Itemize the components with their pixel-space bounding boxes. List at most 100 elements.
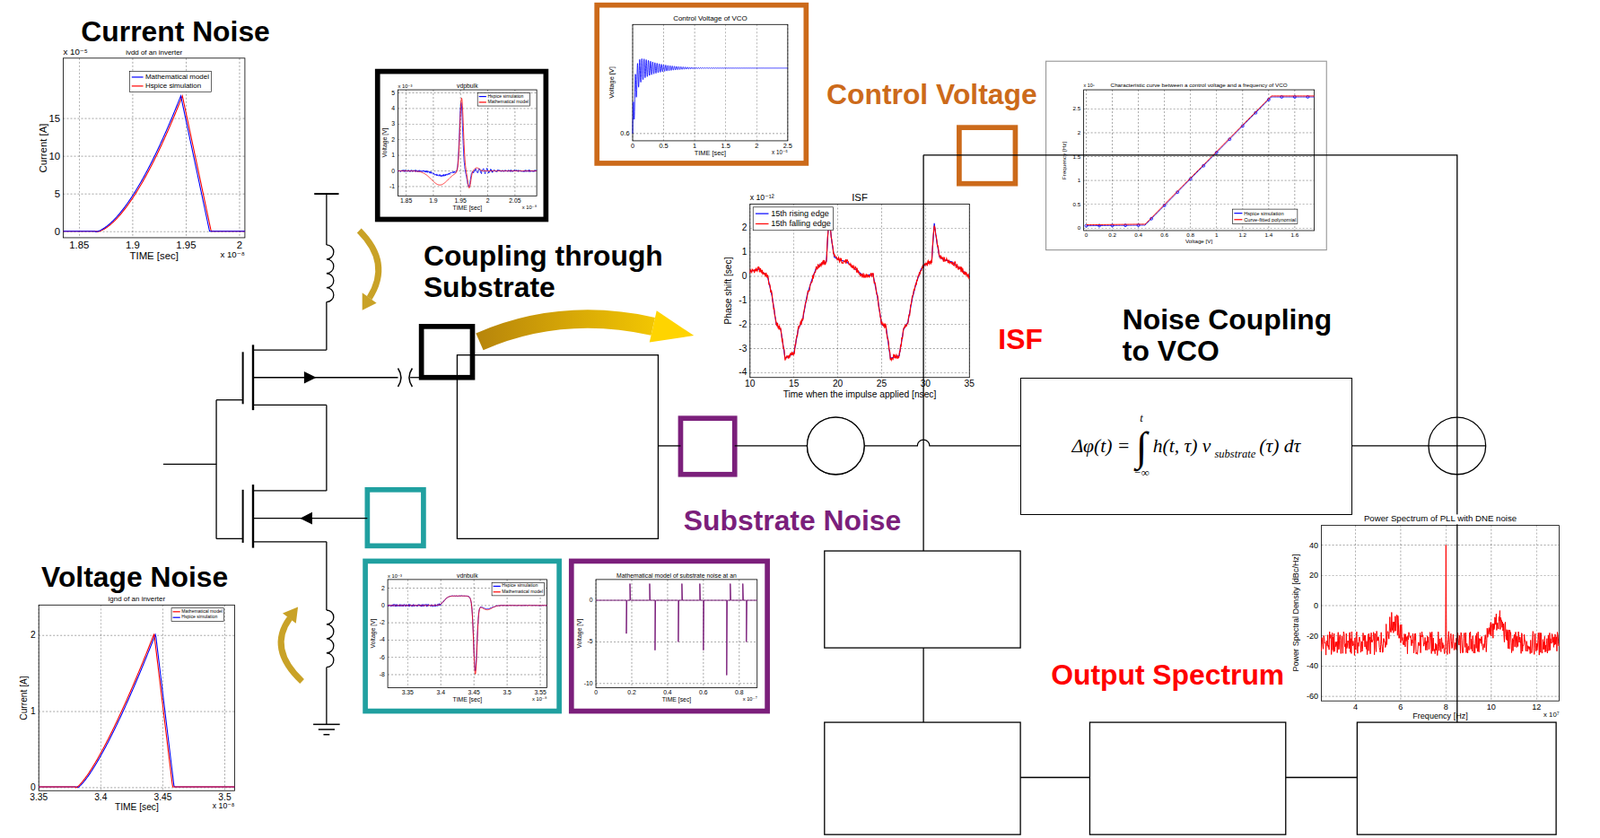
tick-label: 0 (742, 271, 748, 281)
block-box (824, 722, 1021, 835)
grid-line (1399, 525, 1401, 702)
wire (657, 445, 681, 446)
tick-label: 0 (391, 167, 395, 175)
tick-label: -5 (587, 638, 594, 647)
tick-label: 2 (30, 630, 36, 641)
axis-label: TIME [sec] (130, 250, 179, 263)
grid-line (1084, 227, 1315, 229)
formula-text: substrate (1212, 448, 1258, 461)
grid-line (387, 656, 547, 658)
axis-multiplier: x 10⁻⁸ (212, 802, 236, 812)
supply-wire (325, 193, 327, 245)
bulk-arrow (299, 512, 313, 525)
tick-label: 1.5 (1073, 153, 1082, 160)
grid-line (473, 579, 475, 689)
grid-line (387, 622, 547, 624)
grid-line (38, 711, 235, 713)
chart-background (714, 190, 978, 405)
tick-label: 0.6 (1160, 232, 1169, 239)
formula-text: t (1137, 412, 1145, 425)
axis-label: Current [A] (37, 122, 50, 173)
tick-label: 1.2 (1238, 232, 1247, 239)
tick-label: 3 (391, 121, 395, 129)
tick-label: 0 (1313, 601, 1319, 611)
axis-label: Frequency [Hz] (1061, 140, 1068, 179)
grid-line (63, 193, 245, 195)
axis-multiplier: x 10⁻³ (397, 83, 412, 89)
chart-title: ignd of an inverter (108, 595, 167, 604)
grid-line (1536, 525, 1538, 702)
tick-label: 3.55 (533, 689, 546, 697)
axis-label: TIME [sec] (662, 696, 692, 704)
grid-line (1111, 89, 1113, 231)
tick-label: 0.6 (620, 130, 630, 138)
tick-label: 3.35 (29, 792, 48, 803)
ground-wire (325, 667, 327, 726)
tick-label: 2 (1077, 130, 1081, 137)
chart-axes (397, 89, 537, 196)
tick-label: 0.8 (734, 689, 744, 697)
tick-label: -10 (584, 680, 594, 688)
wire (1285, 777, 1358, 779)
legend-sample (1233, 218, 1242, 220)
adder-symbol (1428, 417, 1487, 475)
tick-label: 3.4 (94, 792, 107, 803)
tick-label: 3.4 (436, 689, 445, 697)
tick-label: -40 (1306, 661, 1319, 671)
grid-line (1321, 604, 1560, 606)
legend-sample (173, 611, 181, 613)
section-label: ISF (997, 323, 1043, 356)
drain-wire (253, 489, 327, 491)
tick-label: 8 (1443, 702, 1449, 712)
tick-label: 1 (692, 142, 697, 150)
multiplier-symbol (806, 417, 865, 475)
tick-label: 3.5 (218, 792, 231, 803)
chart-axes (38, 604, 235, 791)
chart-axes (387, 579, 547, 689)
tick-label: 40 (1309, 541, 1319, 551)
inductor-symbol (326, 610, 334, 668)
grid-line (595, 682, 758, 684)
grid-line (1215, 89, 1217, 231)
chart-title: Power Spectrum of PLL with DNE noise (1363, 515, 1517, 525)
tick-label: 0.5 (658, 142, 668, 150)
tick-label: 2 (236, 239, 243, 252)
gate-wire (216, 399, 244, 401)
tick-label: 4 (1353, 702, 1358, 712)
tick-label: 0.2 (1108, 232, 1117, 239)
gate-wire (216, 538, 244, 540)
grid-line (666, 579, 668, 689)
wire (1352, 445, 1429, 446)
grid-line (397, 155, 537, 157)
tick-label: 2 (381, 585, 385, 593)
section-label: Noise Coupling to VCO (1122, 304, 1353, 368)
tick-label: 0.6 (699, 689, 708, 697)
tick-label: -4 (379, 637, 385, 645)
tick-label: -2 (738, 319, 747, 330)
legend-sample (493, 585, 501, 587)
grid-line (595, 641, 758, 643)
data-curve (595, 584, 758, 676)
data-curve (1086, 96, 1315, 227)
grid-line (397, 107, 537, 109)
grid-line (738, 579, 740, 689)
tick-label: 0.2 (627, 689, 636, 697)
legend-box (491, 582, 545, 596)
wire (922, 155, 924, 551)
data-curve (63, 96, 245, 232)
grid-line (725, 24, 726, 141)
legend-box (1232, 209, 1298, 224)
legend-sample (131, 85, 144, 87)
grid-line (756, 24, 758, 141)
axis-label: TIME [sec] (453, 696, 483, 704)
formula-box: Δφ(t) =t∫−∞h(t, τ) vsubstrate(τ) dτ (1020, 377, 1353, 516)
axis-label: TIME [sec] (453, 204, 483, 212)
tick-label: 0.4 (1134, 232, 1143, 239)
chart-frame (596, 5, 806, 164)
axis-label: Voltage [V] (1185, 238, 1213, 245)
tick-label: 35 (964, 378, 975, 389)
axis-label: Voltage [V] (576, 619, 584, 649)
axis-multiplier: x 10⁻⁸ (219, 250, 245, 261)
tick-label: -60 (1306, 691, 1319, 701)
